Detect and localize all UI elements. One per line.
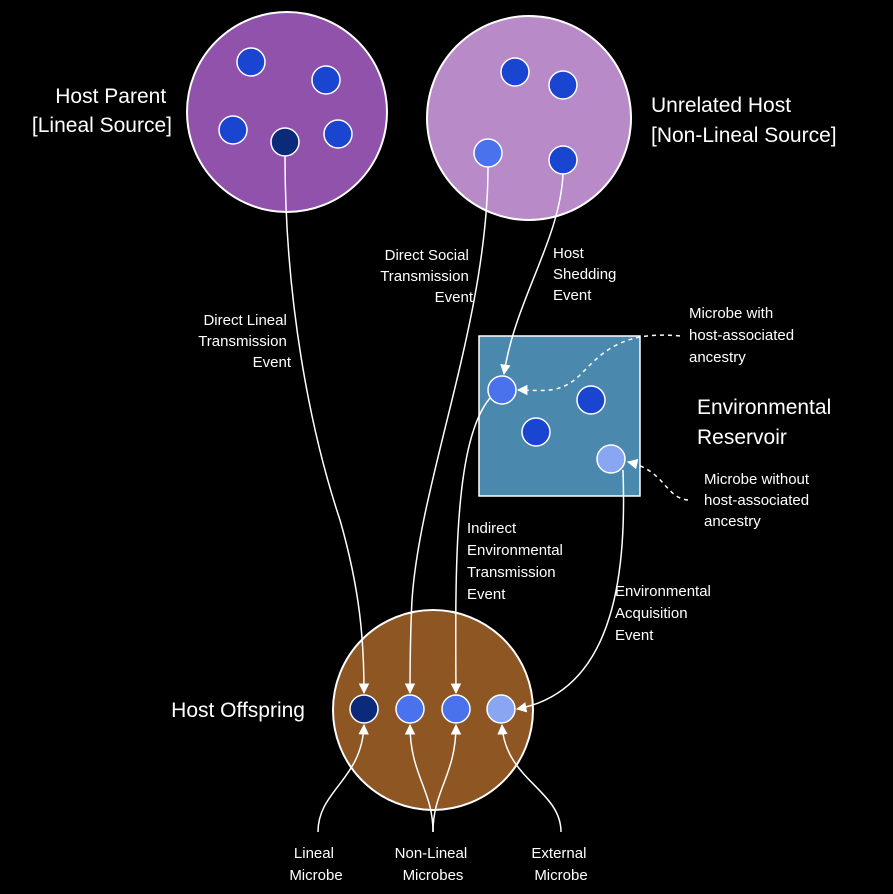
offspring-nonlineal-microbe [395,694,425,724]
direct-social-arrow [404,166,489,695]
host-parent-node [186,11,388,213]
microbe-without-ancestry-label: Microbe without host-associated ancestry [704,471,813,530]
microbe [548,145,578,175]
microbe [521,417,551,447]
indirect-environmental-arrow [450,397,491,695]
microbe [576,385,606,415]
environmental-reservoir-node [478,335,641,497]
microbe [500,57,530,87]
offspring-external-microbe [486,694,516,724]
direct-social-label: Direct Social Transmission Event [380,247,474,306]
direct-lineal-label: Direct Lineal Transmission Event [198,312,292,371]
environmental-reservoir-label: Environmental Reservoir [697,396,837,449]
unrelated-host-circle [426,15,632,221]
nonlineal-microbe-entry-arrow [432,723,462,833]
environmental-acquisition-arrow [515,469,625,713]
host-offspring-label: Host Offspring [171,699,305,722]
host-offspring-circle [332,609,534,811]
unrelated-host-node [426,15,632,221]
host-shedding-label: Host Shedding Event [553,245,621,304]
microbe [236,47,266,77]
nonlineal-microbe [473,138,503,168]
environmental-acquisition-label: Environmental Acquisition Event [615,583,715,644]
indirect-environmental-label: Indirect Environmental Transmission Even… [467,520,567,603]
host-parent-label: Host Parent [Lineal Source] [32,85,172,137]
host-parent-circle [186,11,388,213]
lineal-microbe-entry-arrow [317,723,369,833]
microbe [323,119,353,149]
microbe-without-host-ancestry [596,444,626,474]
offspring-lineal-microbe [349,694,379,724]
external-microbe-entry-arrow [497,723,562,833]
microbe-with-host-ancestry [487,375,517,405]
microbe-with-ancestry-label: Microbe with host-associated ancestry [689,305,798,366]
offspring-nonlineal-microbe [441,694,471,724]
unrelated-host-label: Unrelated Host [Non-Lineal Source] [651,94,837,147]
nonlineal-microbes-label: Non-Lineal Microbes [395,845,472,884]
host-shedding-arrow [500,173,564,376]
microbe [548,70,578,100]
direct-lineal-arrow [284,155,370,695]
nonlineal-microbe-entry-arrow [404,723,434,833]
microbe [218,115,248,145]
callout-with-ancestry [516,334,681,396]
external-microbe-label: External Microbe [531,845,590,884]
lineal-microbe-label: Lineal Microbe [289,845,342,884]
microbe [311,65,341,95]
host-offspring-node [332,609,534,811]
lineal-microbe [270,127,300,157]
